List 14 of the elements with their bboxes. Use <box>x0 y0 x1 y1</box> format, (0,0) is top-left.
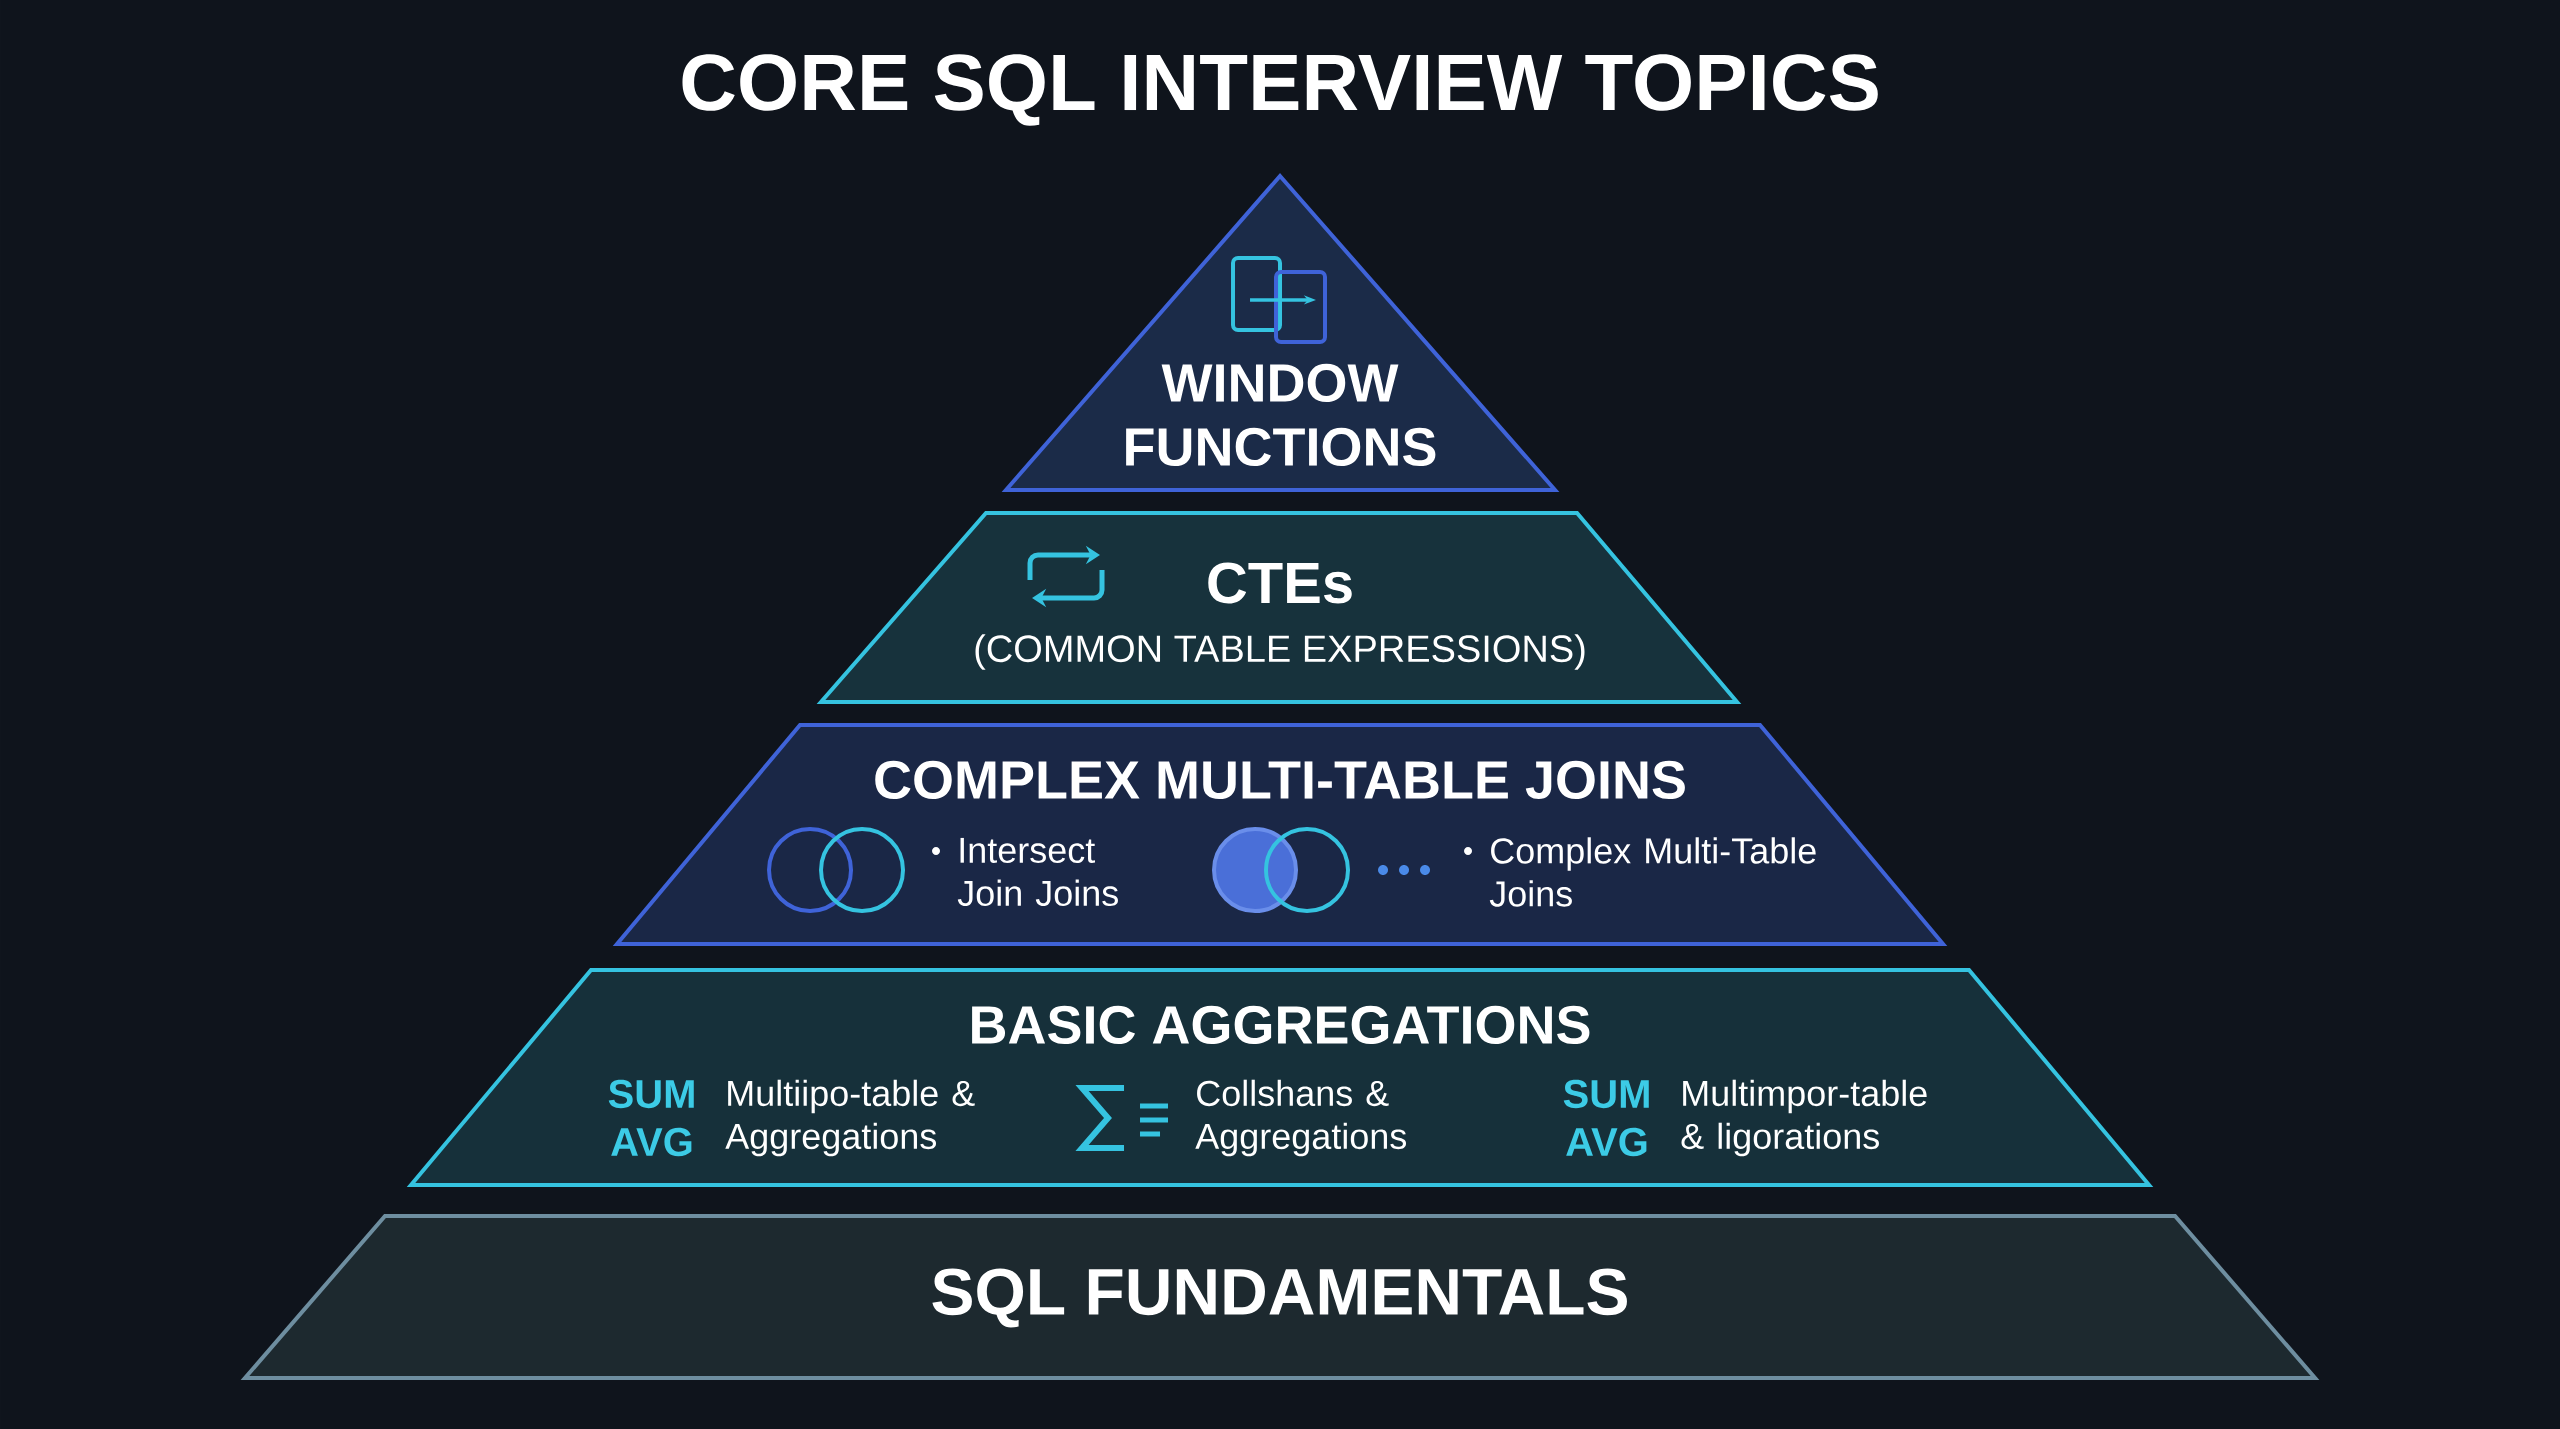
metric-label: SUM AVG <box>608 1079 694 1157</box>
item-text: Collshans & Aggregations <box>1195 1079 1407 1157</box>
bullet-text: Intersect Join Joins <box>957 837 1118 907</box>
metric-label: SUM AVG <box>1563 1079 1649 1157</box>
tier-heading: BASIC AGGREGATIONS <box>972 1005 1590 1045</box>
tier-subheading: (COMMON TABLE EXPRESSIONS) <box>975 634 1585 670</box>
tier-heading: CTEs <box>1208 562 1352 604</box>
title: CORE SQL INTERVIEW TOPICS <box>682 54 1878 126</box>
item-text: Multiipo-table & Aggregations <box>725 1079 975 1157</box>
tier-heading: WINDOW FUNCTIONS <box>1126 363 1436 467</box>
bullet-text: Complex Multi-Table Joins <box>1489 837 1816 907</box>
tier-heading: COMPLEX MULTI-TABLE JOINS <box>875 760 1685 800</box>
tier-heading: SQL FUNDAMENTALS <box>932 1268 1627 1328</box>
item-text: Multimpor-table & ligorations <box>1681 1079 1927 1157</box>
